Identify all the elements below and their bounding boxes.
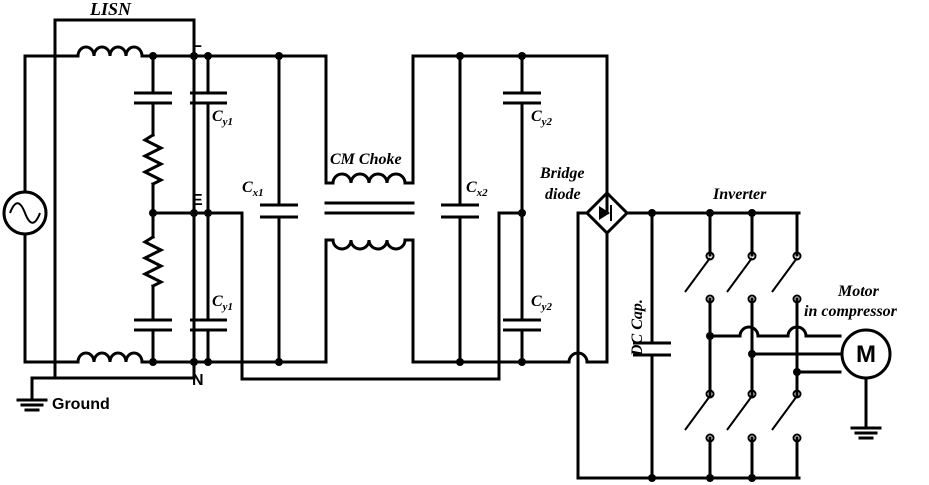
earth-wire — [192, 211, 524, 381]
line-l-label: L — [192, 34, 202, 51]
bridge-label: Bridge — [539, 165, 584, 182]
lisn-box — [53, 18, 196, 380]
ac-source-icon — [2, 190, 48, 236]
diode-label: diode — [545, 186, 581, 203]
lisn-inductor-top — [76, 45, 144, 58]
cx2-label: Cx2 — [466, 179, 488, 199]
ground-label: Ground — [52, 396, 110, 413]
svg-text:M: M — [856, 341, 876, 368]
lisn-label: LISN — [89, 0, 132, 19]
filter-l-out-wire — [403, 54, 609, 215]
cm-choke-label: CM Choke — [330, 151, 402, 168]
source-bottom-wire — [23, 232, 57, 364]
motor-ground-icon — [850, 376, 882, 440]
source-top-wire — [23, 54, 57, 194]
dc-cap-label: DC Cap. — [629, 299, 646, 357]
cx1-label: Cx1 — [242, 179, 264, 199]
cx1-capacitor — [260, 54, 298, 364]
filter-n-out-wire — [403, 238, 571, 364]
inverter-label: Inverter — [712, 186, 767, 203]
cy1-top-label: Cy1 — [212, 108, 233, 128]
cm-choke — [324, 172, 415, 251]
in-compressor-label: in compressor — [804, 303, 898, 320]
bridge-diode — [584, 190, 630, 236]
bridge-n-input-wire — [585, 231, 609, 364]
cy1-bottom-label: Cy1 — [212, 293, 233, 313]
line-e-label: E — [192, 192, 203, 209]
inverter-bridge — [684, 211, 802, 480]
cx2-capacitor — [441, 54, 479, 364]
lisn-rc-network — [134, 54, 172, 364]
cy2-top-label: Cy2 — [531, 108, 553, 128]
dc-capacitor — [633, 211, 671, 480]
lisn-inductor-bottom — [76, 351, 144, 364]
lisn-ground-icon — [16, 376, 57, 412]
motor-phase-a-wire — [708, 325, 842, 338]
motor-label: Motor — [837, 283, 880, 300]
motor-icon: M — [840, 328, 892, 380]
line-l-wire — [192, 54, 335, 185]
line-n-wire — [192, 238, 335, 364]
cy2-capacitors — [503, 54, 541, 364]
cy2-bottom-label: Cy2 — [531, 293, 553, 313]
cy1-capacitors — [190, 54, 227, 364]
line-n-label: N — [192, 372, 204, 389]
dc-negative-bus — [576, 211, 801, 480]
